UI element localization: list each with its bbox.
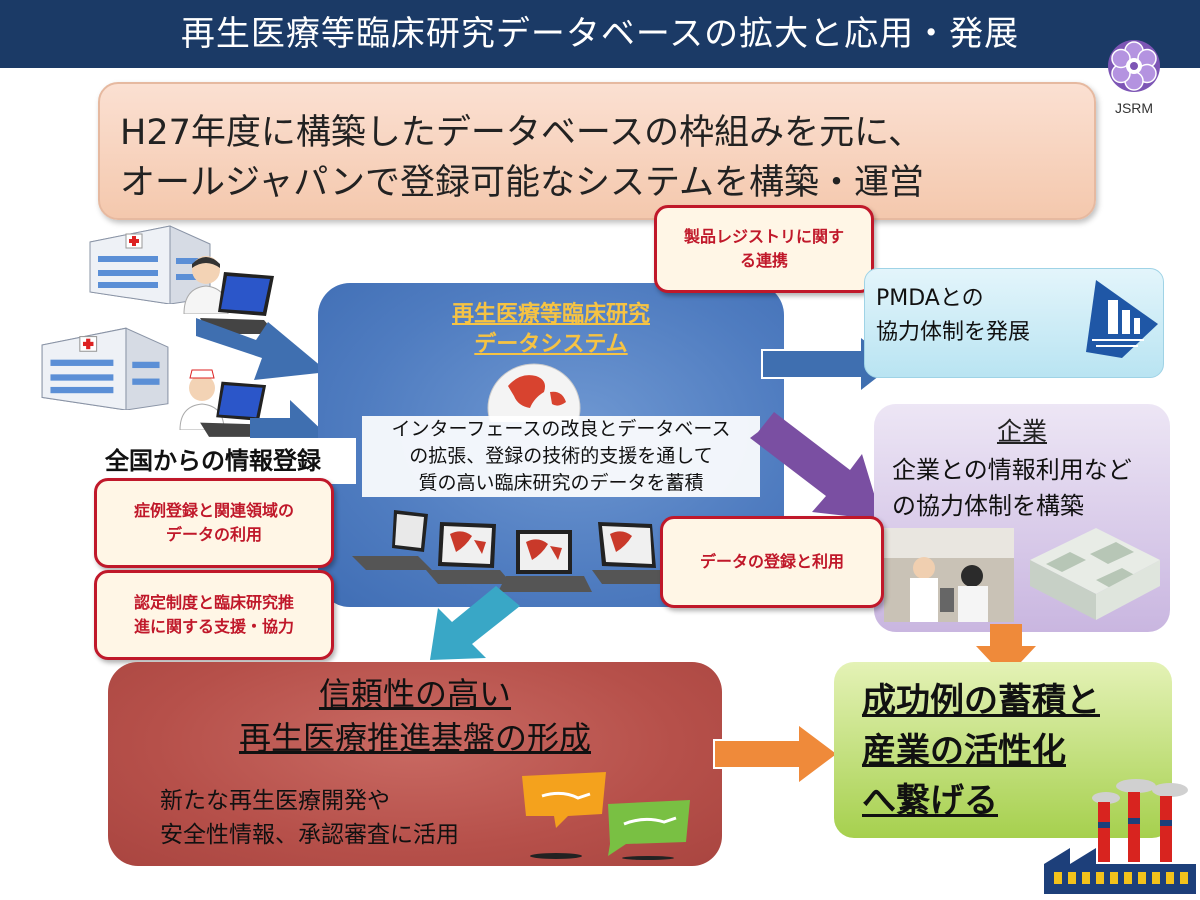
success-line-3: へ繋げる: [862, 781, 998, 821]
data-use-label: データの登録と利用: [699, 552, 844, 571]
success-line-1: 成功例の蓄積と: [862, 681, 1100, 721]
laptops-group-icon: [352, 510, 676, 592]
company-title: 企業: [996, 417, 1047, 446]
foundation-desc-line-1: 新たな再生医療開発や: [160, 788, 390, 814]
laptop-icon: [200, 272, 276, 334]
data-system-desc-line-3: 質の高い臨床研究のデータを蓄積: [418, 472, 704, 494]
pmda-line-1: PMDAとの: [876, 286, 984, 311]
hospital-icon-2: [41, 327, 169, 410]
data-system-description: インターフェースの改良とデータベース の拡張、登録の技術的支援を通して 質の高い…: [362, 416, 760, 497]
foundation-title-line-2: 再生医療推進基盤の形成: [238, 719, 591, 757]
globe-icon: [487, 363, 581, 422]
hospital-icon: [89, 225, 211, 304]
pmda-text: PMDAとの 協力体制を発展: [876, 282, 1030, 350]
summary-line-2: オールジャパンで登録可能なシステムを構築・運営: [120, 163, 924, 203]
case-box-line-2: データの利用: [165, 525, 262, 544]
data-system-desc-line-2: の拡張、登録の技術的支援を通して: [409, 445, 713, 467]
foundation-desc-line-2: 安全性情報、承認審査に活用: [160, 822, 459, 848]
data-use-box: データの登録と利用: [660, 516, 884, 608]
cert-box-line-2: 進に関する支援・協力: [133, 617, 294, 636]
factory-icon: [1044, 779, 1196, 894]
company-line-1: 企業との情報利用など: [892, 456, 1132, 484]
arrow-system-to-pmda: [761, 334, 898, 394]
certification-support-box: 認定制度と臨床研究推 進に関する支援・協力: [94, 570, 334, 660]
doctor-icon: [183, 256, 229, 314]
success-box: [834, 662, 1172, 838]
handshake-icon: [522, 772, 690, 860]
nationwide-registration-label: 全国からの情報登録: [70, 438, 356, 484]
registry-link-box: 製品レジストリに関す る連携: [654, 205, 874, 293]
logo-text: JSRM: [1114, 100, 1154, 116]
case-box-line-1: 症例登録と関連領域の: [133, 501, 294, 520]
case-registration-box: 症例登録と関連領域の データの利用: [94, 478, 334, 568]
arrow-system-to-company: [750, 412, 882, 520]
researchers-photo: [884, 528, 1014, 622]
data-system-desc-line-1: インターフェースの改良とデータベース: [391, 418, 731, 440]
registry-line-1: 製品レジストリに関す: [683, 227, 844, 246]
arrow-hospital-to-system-1: [196, 318, 328, 380]
registry-line-2: る連携: [739, 251, 788, 270]
data-system-title-line-2: データシステム: [474, 332, 628, 357]
pmda-building-icon: [1086, 280, 1158, 358]
summary-banner: H27年度に構築したデータベースの枠組みを元に、 オールジャパンで登録可能なシス…: [98, 82, 1096, 220]
foundation-title-line-1: 信頼性の高い: [318, 675, 511, 713]
page-title: 再生医療等臨床研究データベースの拡大と応用・発展: [0, 0, 1200, 68]
data-system-title: 再生医療等臨床研究 データシステム: [318, 300, 784, 360]
summary-line-1: H27年度に構築したデータベースの枠組みを元に、: [120, 113, 924, 153]
company-line-2: の協力体制を構築: [892, 492, 1084, 520]
cert-box-line-1: 認定制度と臨床研究推: [133, 593, 294, 612]
foundation-title: 信頼性の高い 再生医療推進基盤の形成: [108, 672, 722, 760]
arrow-company-to-success: [976, 624, 1036, 678]
pmda-line-2: 協力体制を発展: [876, 320, 1031, 345]
city-buildings-image: [1030, 528, 1160, 620]
jsrm-logo: [1108, 40, 1160, 92]
foundation-description: 新たな再生医療開発や 安全性情報、承認審査に活用: [160, 784, 459, 852]
success-line-2: 産業の活性化: [862, 731, 1066, 771]
arrow-foundation-to-success: [713, 722, 840, 786]
arrow-system-to-foundation: [430, 586, 520, 660]
success-title: 成功例の蓄積と 産業の活性化 へ繋げる: [862, 676, 1100, 826]
data-system-title-line-1: 再生医療等臨床研究: [451, 302, 650, 327]
